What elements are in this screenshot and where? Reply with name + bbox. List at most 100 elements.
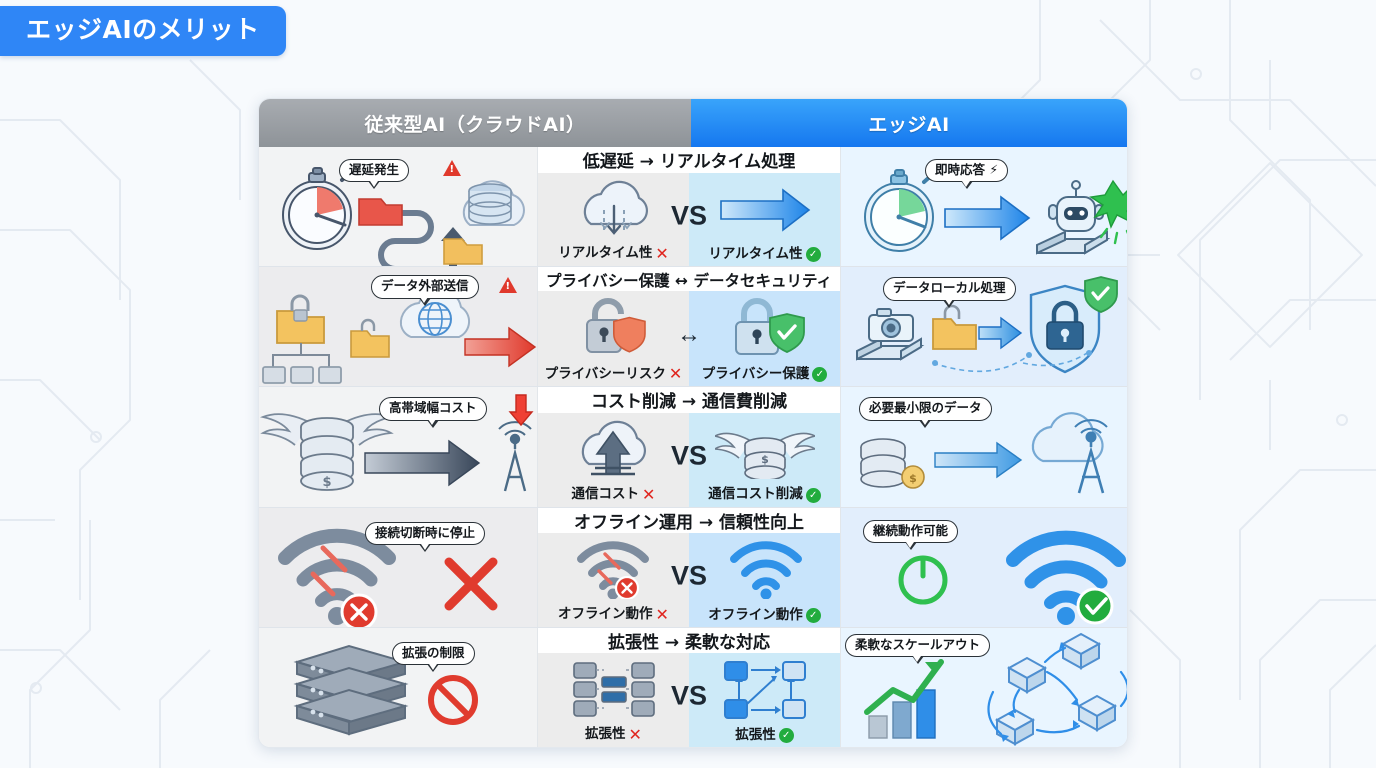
cell-vs-privacy: プライバシー保護 ↔ データセキュリティ: [538, 267, 840, 387]
callout-bubble: 拡張の制限: [392, 641, 475, 673]
callout-text: 拡張の制限: [402, 644, 465, 660]
cell-edge-latency: 即時応答 ⚡: [840, 147, 1127, 267]
cell-traditional-latency: 遅延発生 !: [259, 147, 538, 267]
cell-traditional-cost: $ 高帯域幅コスト: [259, 387, 538, 507]
callout-text: 即時応答 ⚡: [935, 162, 999, 177]
page-title-text: エッジAIのメリット: [26, 15, 260, 44]
row-title: プライバシー保護 ↔ データセキュリティ: [545, 272, 833, 291]
table-row: 接続切断時に停止 オフライン運用 → 信頼性向上: [259, 507, 1127, 628]
vs-right-label-text: リアルタイム性: [708, 245, 803, 262]
vs-separator: VS: [670, 560, 708, 591]
vs-left-label-text: オフライン動作: [558, 606, 653, 623]
header-label-traditional-ai: 従来型AI（クラウドAI）: [364, 113, 586, 136]
table-header-row: 従来型AI（クラウドAI） エッジAI: [259, 99, 1127, 147]
cell-traditional-offline: 接続切断時に停止: [259, 507, 538, 627]
cross-icon: ✕: [628, 725, 642, 745]
cell-vs-latency: 低遅延 → リアルタイム処理: [538, 147, 840, 267]
comparison-table-card: 従来型AI（クラウドAI） エッジAI: [258, 98, 1128, 748]
vs-left-label-text: リアルタイム性: [558, 245, 653, 262]
vs-left-side: リアルタイム性 ✕: [538, 172, 689, 267]
vs-right-side: $ 通信コスト削減 ✓: [689, 412, 840, 507]
cell-edge-cost: $ 必要: [840, 387, 1127, 507]
vs-left-label: プライバシーリスク ✕: [545, 366, 683, 382]
row-title: オフライン運用 → 信頼性向上: [573, 512, 805, 533]
vs-left-label: 通信コスト ✕: [572, 484, 656, 504]
cell-edge-offline: 継続動作可能: [840, 507, 1127, 627]
callout-bubble: データ外部送信: [371, 275, 479, 307]
cell-edge-scalability: 柔軟なスケールアウト: [840, 627, 1127, 747]
vs-left-label: オフライン動作 ✕: [558, 604, 669, 624]
vs-separator: VS: [670, 440, 708, 471]
vs-left-label-text: 拡張性: [585, 726, 626, 743]
winged-coins-savings-icon: $: [689, 413, 840, 488]
cell-vs-scalability: 拡張性 → 柔軟な対応: [538, 628, 840, 747]
check-circle-icon: ✓: [805, 247, 821, 263]
callout-bubble: 必要最小限のデータ: [859, 397, 992, 429]
winged-coins-arrow-antenna-illustration: $: [259, 413, 532, 492]
camera-folder-shield-lock-illustration: [856, 276, 1118, 374]
row-title: 低遅延 → リアルタイム処理: [582, 152, 796, 172]
vs-right-side: プライバシー保護 ✓: [689, 291, 840, 387]
cell-vs-cost: コスト削減 → 通信費削減 通信コスト ✕: [538, 387, 840, 507]
vs-left-side: 通信コスト ✕: [538, 412, 689, 507]
folders-upload-globe-cloud-illustration: [262, 288, 537, 385]
vs-left-side: プライバシーリスク ✕: [538, 291, 689, 387]
check-circle-icon: ✓: [778, 728, 794, 744]
stopwatch-delay-cloud-database-illustration: [282, 167, 525, 267]
vs-right-side: 拡張性 ✓: [689, 653, 840, 747]
row-title: コスト削減 → 通信費削減: [590, 392, 788, 413]
page-title-badge: エッジAIのメリット: [0, 6, 286, 56]
wifi-online-icon: [689, 533, 840, 608]
table-row: $ 高帯域幅コスト: [259, 387, 1127, 508]
vs-left-label: リアルタイム性 ✕: [558, 246, 669, 262]
callout-bubble: 高帯域幅コスト: [379, 397, 487, 429]
flexible-node-network-icon: [689, 653, 840, 728]
fast-arrow-icon: [689, 173, 840, 248]
header-cell-traditional-ai: 従来型AI（クラウドAI）: [259, 99, 691, 147]
callout-text: 接続切断時に停止: [375, 524, 476, 540]
callout-bubble: データローカル処理: [883, 277, 1016, 309]
vs-left-side: 拡張性 ✕: [538, 653, 689, 747]
svg-text:$: $: [761, 453, 769, 466]
callout-text: データ外部送信: [381, 278, 469, 294]
callout-bubble: 継続動作可能: [863, 519, 959, 551]
stopwatch-arrow-robot-illustration: [864, 169, 1127, 255]
check-circle-icon: ✓: [812, 367, 828, 383]
table-body: 遅延発生 ! 低遅延 → リアルタイム処理: [259, 147, 1127, 747]
rigid-server-grid-icon: [538, 653, 689, 727]
warning-triangle-icon: !: [443, 160, 461, 176]
cell-vs-offline: オフライン運用 → 信頼性向上: [538, 508, 840, 627]
check-circle-icon: ✓: [805, 487, 821, 503]
cross-icon: ✕: [655, 604, 669, 624]
vs-separator: ↔: [677, 320, 701, 348]
cross-icon: ✕: [642, 484, 656, 504]
callout-bubble: 柔軟なスケールアウト: [845, 633, 991, 665]
callout-text: 高帯域幅コスト: [389, 400, 477, 416]
vs-separator: VS: [670, 680, 708, 711]
header-label-edge-ai: エッジAI: [868, 113, 950, 136]
wifi-offline-icon: [538, 533, 689, 607]
cross-icon: ✕: [655, 244, 669, 264]
svg-text:$: $: [322, 475, 331, 490]
vs-right-label-text: 通信コスト削減: [708, 486, 803, 503]
vs-left-label: 拡張性 ✕: [585, 727, 642, 743]
vs-right-label-text: オフライン動作: [708, 606, 803, 623]
vs-right-label: 通信コスト削減 ✓: [708, 486, 821, 503]
callout-text: データローカル処理: [893, 280, 1006, 296]
table-row: 拡張の制限 拡張性 → 柔軟な対応: [259, 627, 1127, 747]
server-rack-stack-illustration: [293, 644, 478, 736]
small-coins-arrow-cloud-antenna-illustration: $: [860, 412, 1108, 494]
vs-left-side: オフライン動作 ✕: [538, 533, 689, 627]
vs-right-label-text: 拡張性: [735, 726, 776, 743]
table-row: 遅延発生 ! 低遅延 → リアルタイム処理: [259, 147, 1127, 268]
red-down-arrow-icon: [508, 394, 534, 427]
callout-text: 遅延発生: [349, 162, 400, 177]
vs-right-side: リアルタイム性 ✓: [689, 172, 840, 267]
vs-right-label: リアルタイム性 ✓: [708, 245, 821, 263]
callout-text: 継続動作可能: [873, 522, 949, 538]
svg-text:$: $: [909, 472, 917, 485]
cloud-slow-download-icon: [538, 173, 689, 247]
wifi-disconnected-red-x-illustration: [278, 528, 498, 627]
locked-padlock-green-shield-icon: [689, 291, 840, 367]
power-button-wifi-check-illustration: [898, 530, 1126, 625]
